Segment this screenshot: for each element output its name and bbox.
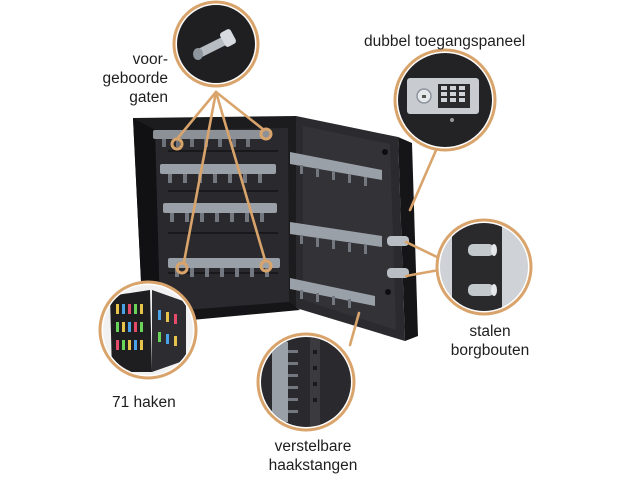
label-line: stalen [469,323,511,340]
hole-marker [259,259,273,273]
label-line: 71 haken [112,394,176,411]
callout-adjustable-hook-bars [256,332,356,432]
hook-bar [168,258,280,277]
callout-71-hooks [98,280,198,380]
callout-keypad-panel [393,48,497,152]
hook-bar-icon [272,337,320,426]
hole-marker [259,127,273,141]
hole-marker [175,261,189,275]
steel-bolts-icon [468,244,497,296]
key-hooks-icon [110,290,186,372]
drill-hole-bolt-icon [193,29,236,60]
label-adjustable-hook-bars: verstelbare haakstangen [259,437,367,475]
label-steel-bolts: stalen borgbouten [438,322,542,360]
keypad-lock-icon [407,78,479,122]
label-line: haakstangen [268,457,358,474]
label-line: borgbouten [450,342,530,359]
label-line: voor- [132,51,168,68]
door-bolts [382,149,409,295]
label-pre-drilled-holes: voor- geboorde gaten [98,50,168,107]
label-line: gaten [129,89,168,106]
label-line: dubbel toegangspaneel [364,33,526,50]
label-line: verstelbare [274,438,352,455]
callout-pre-drilled-holes [172,0,260,88]
label-keypad-panel: dubbel toegangspaneel [364,32,525,51]
door-hook-bar [290,152,382,308]
label-line: geboorde [102,70,168,87]
callout-steel-bolts [435,218,533,316]
label-71-hooks: 71 haken [112,393,176,412]
cabinet-door [290,116,418,341]
pre-drilled-hole-markers [170,127,273,275]
